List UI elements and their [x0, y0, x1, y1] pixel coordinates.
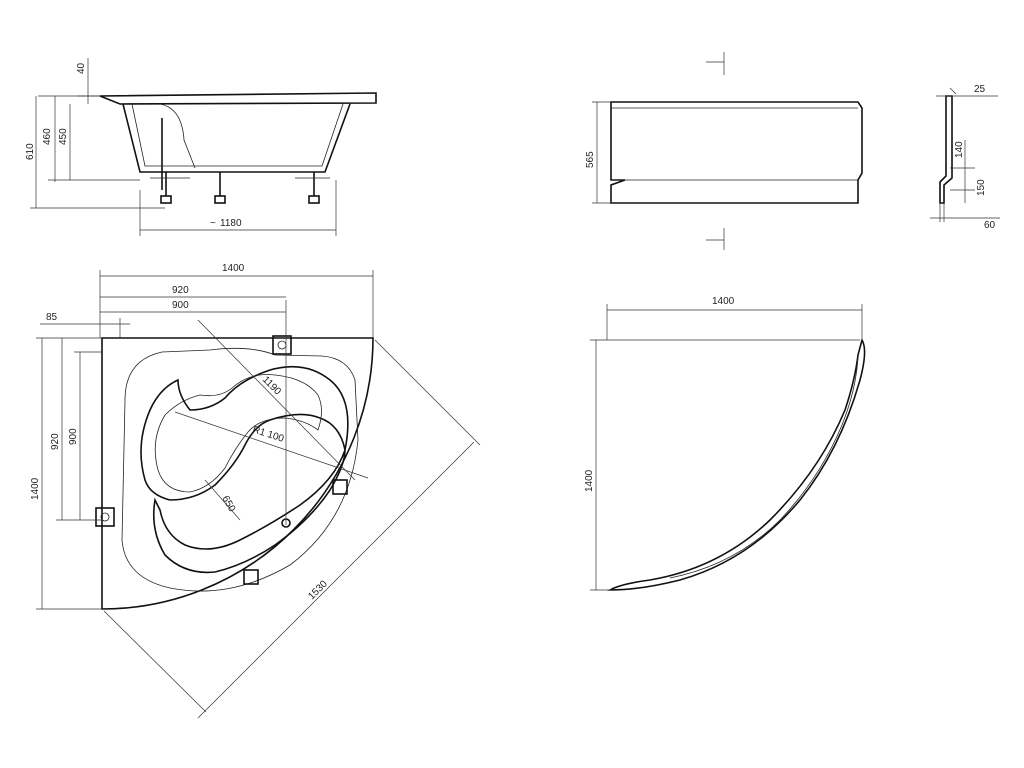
dim-panel-1400-width: 1400: [712, 296, 735, 307]
dim-left-920: 920: [50, 433, 61, 450]
dim-60: 60: [984, 220, 996, 231]
dim-panel-1400-height: 1400: [584, 469, 595, 492]
tub-inner-rim: [121, 347, 359, 592]
side-view: 40 460 450 610 ~ 1180: [25, 58, 377, 236]
tub-seat: [159, 103, 196, 169]
panel-top-view: 1400 1400: [584, 296, 866, 591]
dim-920: 920: [172, 285, 189, 296]
dim-1180-symbol: ~: [210, 218, 216, 229]
panel-profile-outline: [939, 95, 953, 204]
panel-profile-view: 25 140 150 60: [930, 84, 1000, 231]
panel-arc-inner: [669, 357, 859, 579]
tub-rim: [99, 92, 377, 105]
panel-front-outline: [610, 101, 863, 204]
panel-arc-outer: [607, 337, 866, 591]
overflow-fitting: [272, 335, 292, 355]
dim-85: 85: [46, 312, 58, 323]
dim-radius: R1 100: [251, 424, 285, 445]
dim-top-1400: 1400: [222, 263, 245, 274]
dim-150: 150: [976, 179, 987, 196]
dim-460: 460: [42, 128, 53, 145]
dim-25: 25: [974, 84, 986, 95]
dim-610: 610: [25, 143, 36, 160]
side-fitting: [95, 507, 115, 527]
tub-body: [122, 103, 351, 173]
tub-basin-upper: [140, 365, 349, 501]
dim-900: 900: [172, 300, 189, 311]
tub-legs: [150, 172, 330, 204]
tap-fitting: [332, 479, 348, 495]
tap-fitting-2: [243, 569, 259, 585]
dim-left-1400: 1400: [30, 477, 41, 500]
dim-1190: 1190: [260, 374, 283, 397]
tub-inner: [131, 103, 344, 167]
dim-650: 650: [219, 494, 237, 514]
tub-seat-contour: [154, 374, 322, 493]
tub-basin-lower: [152, 449, 346, 574]
dim-1180: 1180: [220, 218, 242, 229]
dim-565: 565: [585, 151, 596, 168]
tub-top-view: 1190 R1 100 650 1400 920 900 85 1400 920…: [30, 263, 481, 719]
dim-left-900: 900: [68, 428, 79, 445]
dim-450: 450: [58, 128, 69, 145]
dim-40: 40: [76, 62, 87, 74]
panel-front-view: 565: [585, 52, 863, 250]
dim-1530: 1530: [306, 578, 330, 602]
dim-140: 140: [954, 141, 965, 158]
